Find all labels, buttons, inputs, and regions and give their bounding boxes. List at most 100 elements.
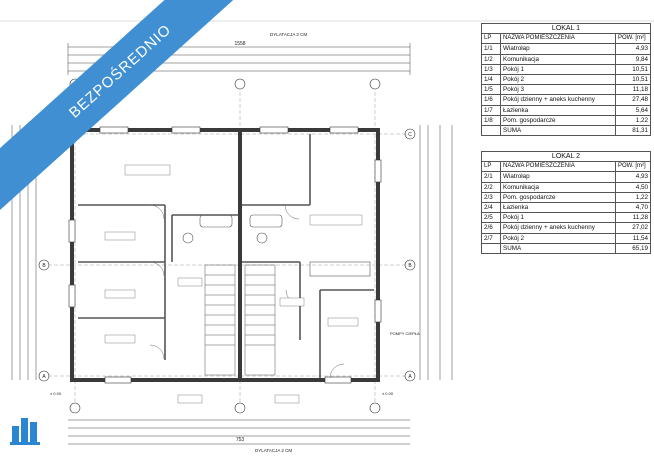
staircases <box>204 264 276 376</box>
room-table-lokal-2: LOKAL 2 LP NAZWA POMIESZCZENIA POW. [m²]… <box>481 150 651 254</box>
row-area: 4,93 <box>615 43 651 55</box>
row-name: Pokój 3 <box>500 84 616 96</box>
overall-dimension: 1558 <box>234 41 245 47</box>
expansion-joint-note-bottom: DYLATACJA 2 CM <box>255 448 292 453</box>
row-name: Pokój 2 <box>500 73 616 86</box>
expansion-joint-note-top: DYLATACJA 2 CM <box>270 32 307 37</box>
kitchen-counter <box>309 261 371 277</box>
sum-label: SUMA <box>500 242 616 254</box>
row-area: 27,48 <box>615 94 651 106</box>
interior-partitions-lokal-1 <box>78 204 238 360</box>
row-lp: 2/3 <box>481 191 501 203</box>
header-lp: LP <box>481 161 501 173</box>
axis-label-a-right: A <box>408 374 412 380</box>
level-mark-right: ± 0.00 <box>382 391 394 396</box>
sum-value: 65,19 <box>615 242 651 254</box>
row-name: Pom. gospodarcze <box>500 114 616 126</box>
axis-label-b-left: B <box>42 263 46 269</box>
row-name: Wiatrołap <box>500 43 616 55</box>
row-lp: 1/6 <box>481 94 501 106</box>
row-name: Łazienka <box>500 104 616 116</box>
bottom-dimension: 753 <box>236 437 245 443</box>
row-name: Komunikacja <box>500 53 616 65</box>
header-area: POW. [m²] <box>615 33 651 45</box>
level-mark-left: ± 0.00 <box>50 391 62 396</box>
row-area: 4,70 <box>615 201 651 214</box>
row-lp: 1/5 <box>481 84 501 96</box>
row-lp: 1/8 <box>481 114 501 126</box>
bottom-dimension-chains <box>68 419 410 445</box>
header-room-name: NAZWA POMIESZCZENIA <box>500 161 616 173</box>
row-area: 4,93 <box>615 171 651 183</box>
row-area: 11,18 <box>615 84 651 96</box>
row-area: 11,54 <box>615 232 651 244</box>
row-name: Pokój dzienny + aneks kuchenny <box>500 222 616 234</box>
row-name: Pom. gospodarcze <box>500 191 616 203</box>
header-lp: LP <box>481 33 501 45</box>
row-area: 11,28 <box>615 212 651 224</box>
row-lp: 2/7 <box>481 232 501 244</box>
row-area: 1,22 <box>615 191 651 203</box>
row-area: 10,51 <box>615 63 651 75</box>
row-lp: 2/5 <box>481 212 501 224</box>
row-name: Komunikacja <box>500 181 616 193</box>
row-area: 9,84 <box>615 53 651 65</box>
row-lp: 2/4 <box>481 201 501 214</box>
row-lp: 1/2 <box>481 53 501 65</box>
exterior-walls <box>70 128 380 382</box>
row-area: 1,22 <box>615 114 651 126</box>
header-area: POW. [m²] <box>615 161 651 173</box>
row-name: Wiatrołap <box>500 171 616 183</box>
row-lp: 2/6 <box>481 222 501 234</box>
heat-pump-note: POMPY CIEPŁA <box>390 331 420 336</box>
header-room-name: NAZWA POMIESZCZENIA <box>500 33 616 45</box>
interior-partitions-lokal-2 <box>242 134 374 378</box>
row-lp: 1/3 <box>481 63 501 75</box>
row-name: Pokój dzienny + aneks kuchenny <box>500 94 616 106</box>
row-area: 27,02 <box>615 222 651 234</box>
row-lp: 2/1 <box>481 171 501 183</box>
row-area: 5,64 <box>615 104 651 116</box>
windows <box>68 126 382 384</box>
row-lp: 1/1 <box>481 43 501 55</box>
table-caption-lokal-2: LOKAL 2 <box>481 150 651 163</box>
row-name: Pokój 2 <box>500 232 616 244</box>
row-lp: 1/4 <box>481 73 501 86</box>
axis-label-c-right: C <box>408 132 412 138</box>
bathroom-fixtures <box>182 214 283 244</box>
sum-label: SUMA <box>500 124 616 137</box>
room-label-plates <box>104 164 363 404</box>
axis-label-a-left: A <box>42 374 46 380</box>
axis-label-b-right: B <box>408 263 412 269</box>
sum-value: 81,31 <box>615 124 651 137</box>
row-name: Pokój 1 <box>500 212 616 224</box>
row-name: Pokój 1 <box>500 63 616 75</box>
row-name: Łazienka <box>500 201 616 214</box>
room-table-lokal-1: LOKAL 1 LP NAZWA POMIESZCZENIA POW. [m²]… <box>481 22 651 137</box>
right-dimension-chains <box>419 125 453 380</box>
row-lp: 2/2 <box>481 181 501 193</box>
row-lp: 1/7 <box>481 104 501 116</box>
row-area: 10,51 <box>615 73 651 86</box>
table-caption-lokal-1: LOKAL 1 <box>481 22 651 35</box>
row-area: 4,50 <box>615 181 651 193</box>
door-swings <box>149 204 345 379</box>
